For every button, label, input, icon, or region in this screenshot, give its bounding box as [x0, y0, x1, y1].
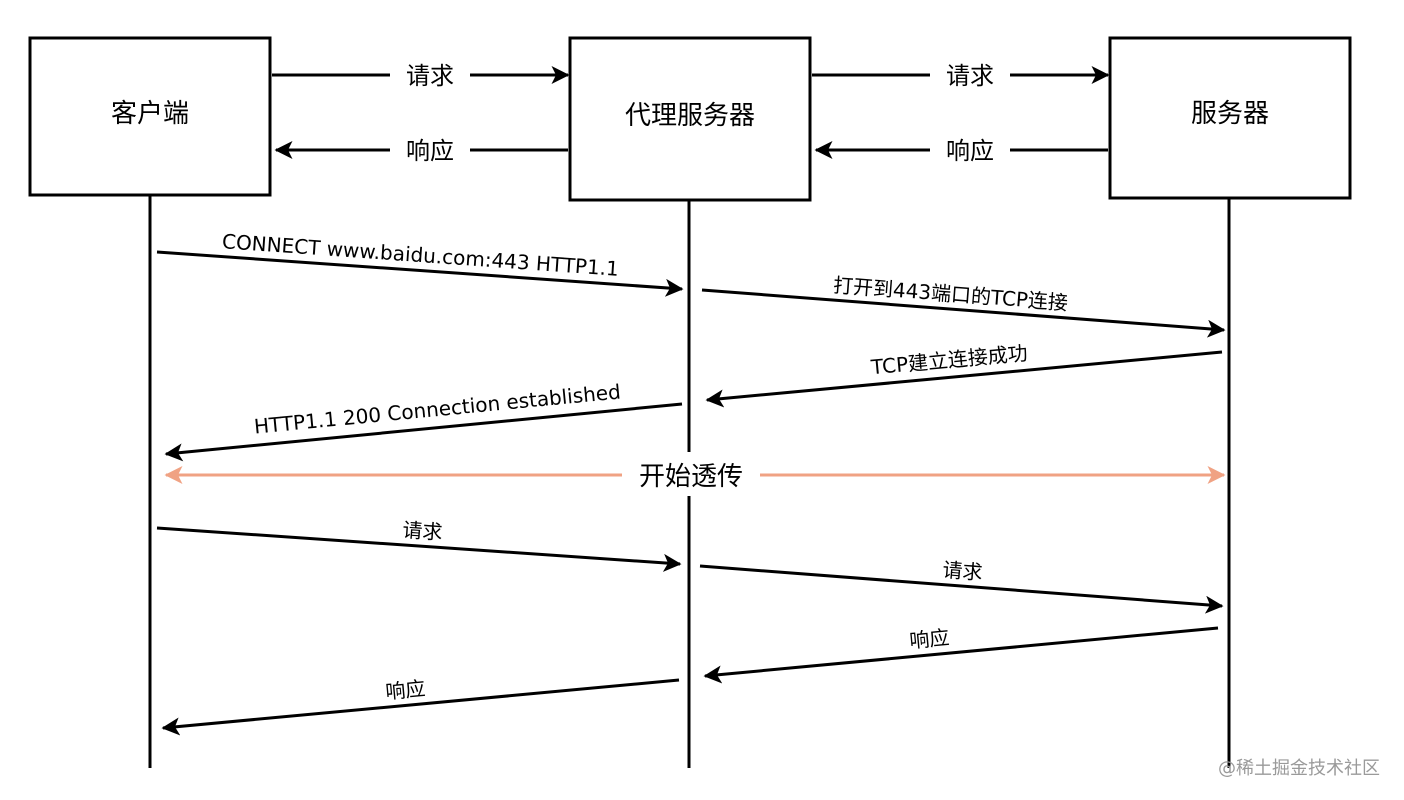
top-response-proxy-client: 响应 — [274, 137, 568, 165]
msg-req-1: 请求 — [156, 518, 682, 572]
msg-resp-2: 响应 — [161, 676, 680, 736]
msg-resp-2-label: 响应 — [384, 676, 426, 704]
server-label: 服务器 — [1191, 99, 1269, 129]
msg-req-2-label: 请求 — [942, 558, 984, 585]
tunnel-arrow: 开始透传 — [164, 462, 1226, 492]
msg-req-2: 请求 — [699, 558, 1224, 614]
watermark: @稀土掘金技术社区 — [1218, 758, 1380, 779]
top-request-label-2: 请求 — [946, 62, 994, 90]
msg-req-1-label: 请求 — [402, 518, 444, 545]
msg-established: HTTP1.1 200 Connection established — [164, 379, 683, 462]
msg-open-tcp: 打开到443端口的TCP连接 — [701, 273, 1226, 338]
msg-connect: CONNECT www.baidu.com:443 HTTP1.1 — [156, 229, 684, 297]
top-request-client-proxy: 请求 — [272, 62, 570, 90]
tunnel-label: 开始透传 — [639, 462, 743, 492]
top-request-label-1: 请求 — [406, 62, 454, 90]
msg-connect-label: CONNECT www.baidu.com:443 HTTP1.1 — [221, 229, 619, 281]
client-label: 客户端 — [111, 99, 189, 129]
top-response-label-1: 响应 — [406, 137, 454, 165]
msg-resp-1: 响应 — [703, 625, 1219, 684]
msg-established-label: HTTP1.1 200 Connection established — [253, 379, 622, 438]
msg-tcp-ok: TCP建立连接成功 — [705, 341, 1223, 408]
top-request-proxy-server: 请求 — [812, 62, 1110, 90]
server-box: 服务器 — [1108, 36, 1352, 200]
proxy-box: 代理服务器 — [568, 36, 812, 202]
msg-resp-1-label: 响应 — [908, 625, 950, 653]
proxy-label: 代理服务器 — [625, 101, 755, 131]
top-response-label-2: 响应 — [946, 137, 994, 165]
client-box: 客户端 — [28, 36, 272, 197]
top-response-server-proxy: 响应 — [814, 137, 1108, 165]
